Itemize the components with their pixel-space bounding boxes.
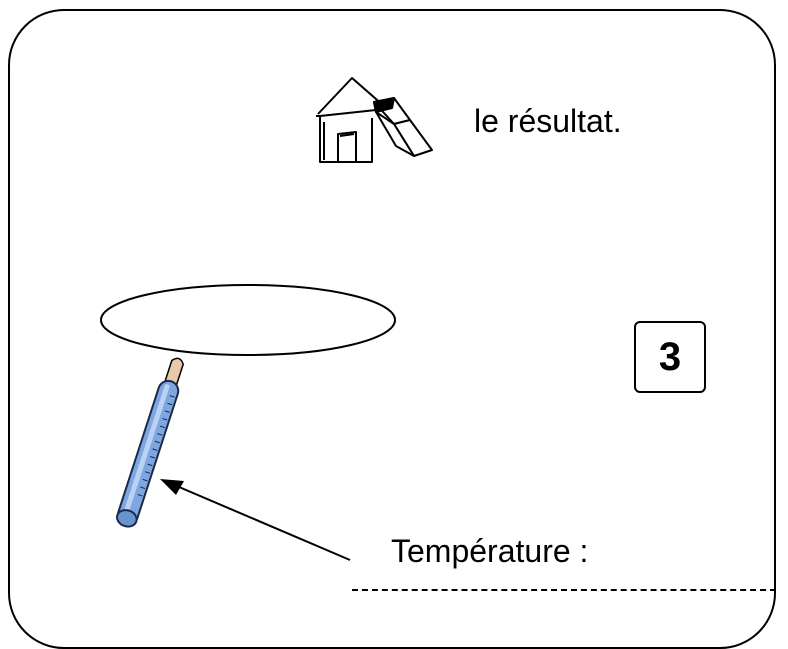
page-number-box: 3 xyxy=(634,321,706,393)
temperature-label: Température : xyxy=(391,533,589,569)
thermometer-icon xyxy=(115,357,184,528)
instruction-text: le résultat. xyxy=(474,103,622,139)
temperature-answer-line[interactable] xyxy=(352,589,776,591)
answer-bubble xyxy=(100,284,396,356)
house-and-eraser-icon xyxy=(316,77,433,163)
